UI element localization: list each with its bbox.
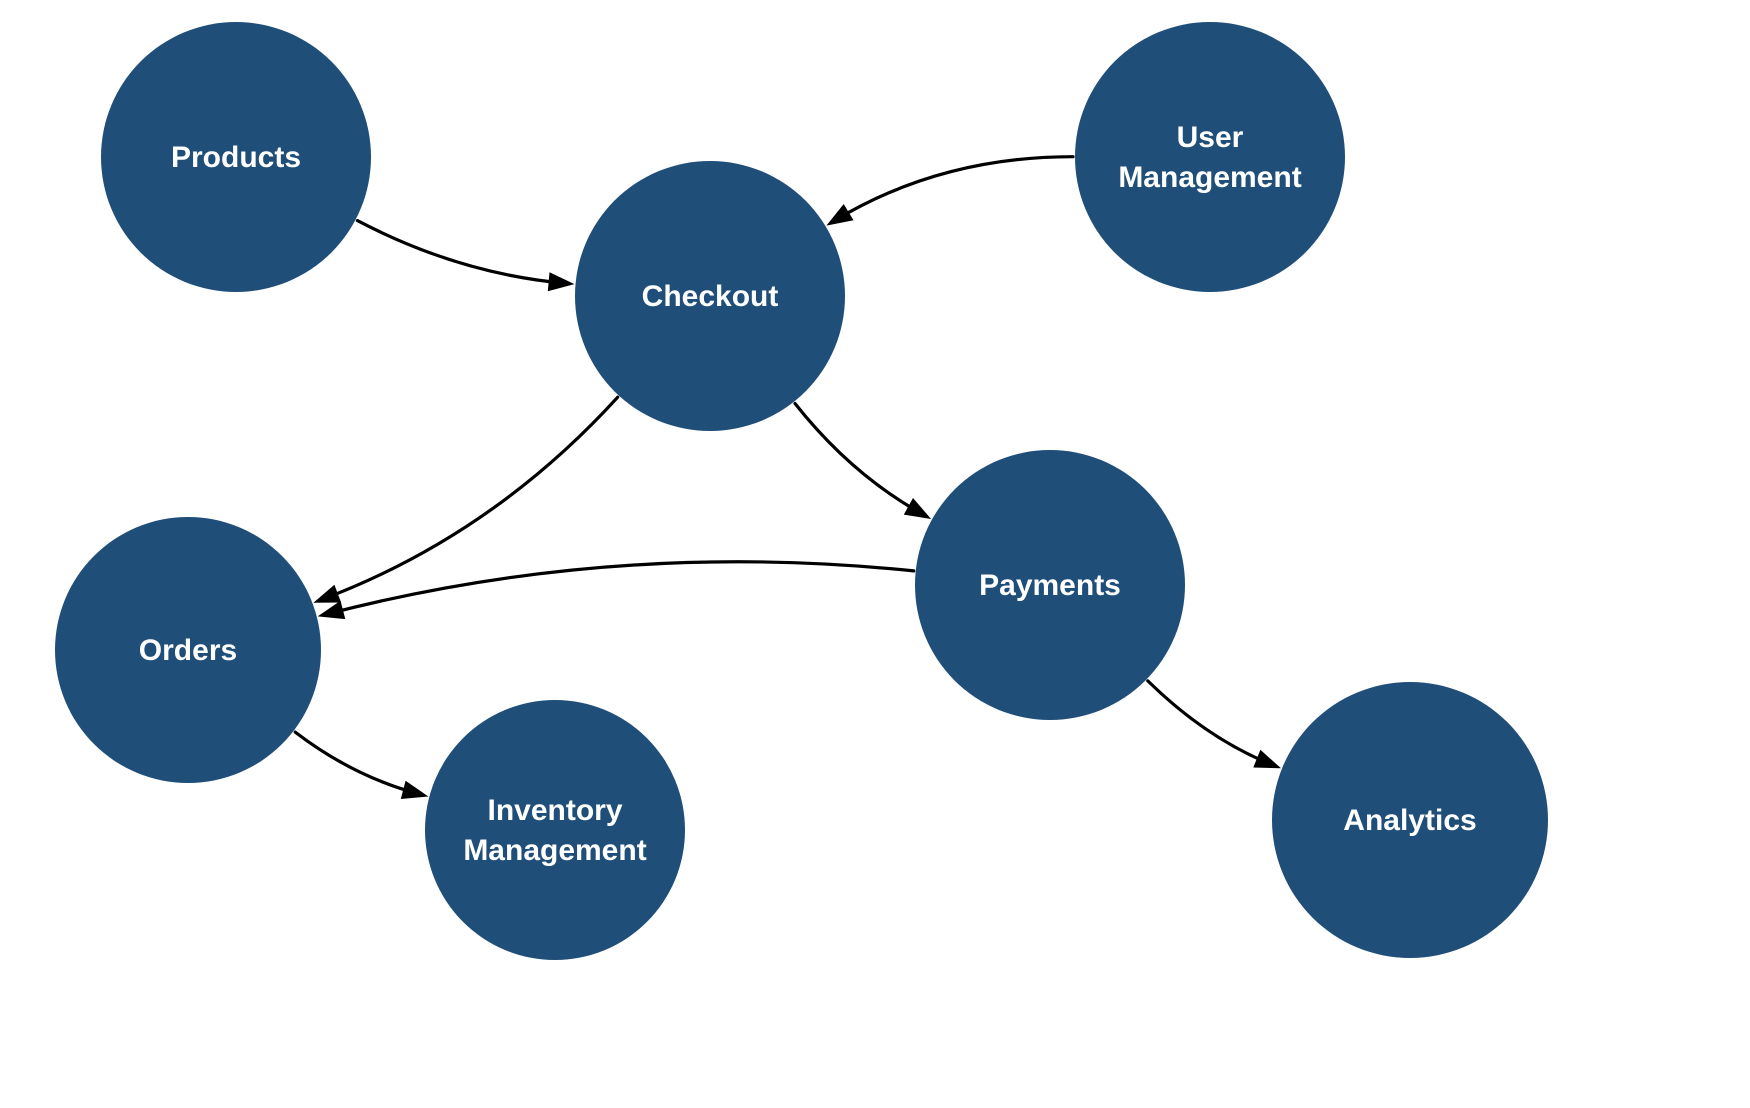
edge-products-checkout xyxy=(355,219,568,285)
node-circle-analytics[interactable] xyxy=(1272,682,1548,958)
arrowhead-icon-products-checkout xyxy=(547,272,575,292)
arrowhead-icon-payments-analytics xyxy=(1253,749,1281,769)
edge-payments-orders xyxy=(324,560,916,616)
node-products[interactable]: Products xyxy=(101,22,371,292)
arrowhead-icon-checkout-payments xyxy=(903,498,932,519)
node-circle-orders[interactable] xyxy=(55,517,321,783)
edge-usermgmt-checkout xyxy=(832,155,1075,223)
edge-checkout-orders xyxy=(320,395,620,602)
edge-orders-inventory xyxy=(293,730,422,796)
edge-payments-analytics xyxy=(1146,679,1275,767)
edge-layer xyxy=(293,155,1281,799)
node-payments[interactable]: Payments xyxy=(915,450,1185,720)
node-circle-inventory[interactable] xyxy=(425,700,685,960)
node-circle-products[interactable] xyxy=(101,22,371,292)
node-circle-payments[interactable] xyxy=(915,450,1185,720)
node-circle-user_mgmt[interactable] xyxy=(1075,22,1345,292)
arrowhead-icon-usermgmt-checkout xyxy=(826,204,854,226)
arrowhead-icon-payments-orders xyxy=(317,600,346,620)
node-checkout[interactable]: Checkout xyxy=(575,161,845,431)
arrowhead-icon-orders-inventory xyxy=(400,780,429,799)
node-analytics[interactable]: Analytics xyxy=(1272,682,1548,958)
edge-checkout-payments xyxy=(793,401,925,517)
node-orders[interactable]: Orders xyxy=(55,517,321,783)
arrowhead-icon-checkout-orders xyxy=(313,584,342,603)
node-circle-checkout[interactable] xyxy=(575,161,845,431)
